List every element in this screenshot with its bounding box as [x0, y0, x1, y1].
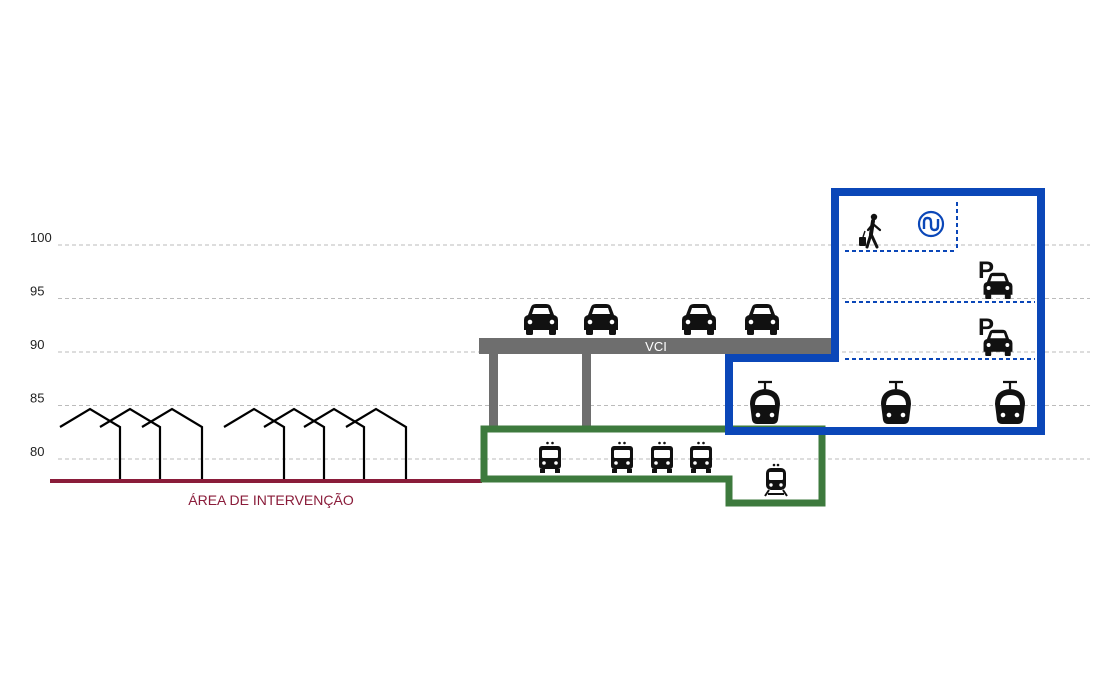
bus-icon: [539, 441, 561, 473]
metro-logo-icon: [917, 210, 945, 238]
parking-icon: [978, 314, 1012, 356]
house: [263, 407, 326, 480]
station-floor-dividers: [845, 202, 1035, 360]
station-outline: [725, 188, 1045, 435]
house: [345, 407, 408, 480]
vci-pillar: [489, 354, 498, 428]
tram-icon: [993, 380, 1027, 426]
bus-icon: [690, 441, 712, 473]
house: [303, 407, 366, 480]
vci-deck: [479, 338, 831, 354]
vci-pillar: [582, 354, 591, 428]
house: [141, 407, 204, 480]
house: [59, 407, 122, 480]
house: [223, 407, 286, 480]
intervention-area-label: ÁREA DE INTERVENÇÃO: [188, 492, 354, 508]
level-label: 80: [30, 444, 44, 459]
car-icon: [682, 304, 716, 335]
tram-icon: [879, 380, 913, 426]
level-label: 100: [30, 230, 52, 245]
car-icon: [745, 304, 779, 335]
pedestrian-icon: [859, 213, 882, 249]
house: [99, 407, 162, 480]
bus-icon: [651, 441, 673, 473]
tram-icon: [748, 380, 782, 426]
level-grid: 100 95 90 85 80: [30, 230, 1090, 460]
car-icon: [524, 304, 558, 335]
metro-train-icon: [764, 462, 788, 497]
level-label: 85: [30, 391, 44, 406]
level-label: 95: [30, 284, 44, 299]
parking-icon: [978, 257, 1012, 299]
car-icon: [584, 304, 618, 335]
bus-icon: [611, 441, 633, 473]
vci-label: VCI: [645, 339, 667, 354]
houses-skyline: [59, 407, 408, 480]
level-label: 90: [30, 337, 44, 352]
vci-road: VCI: [479, 338, 831, 428]
